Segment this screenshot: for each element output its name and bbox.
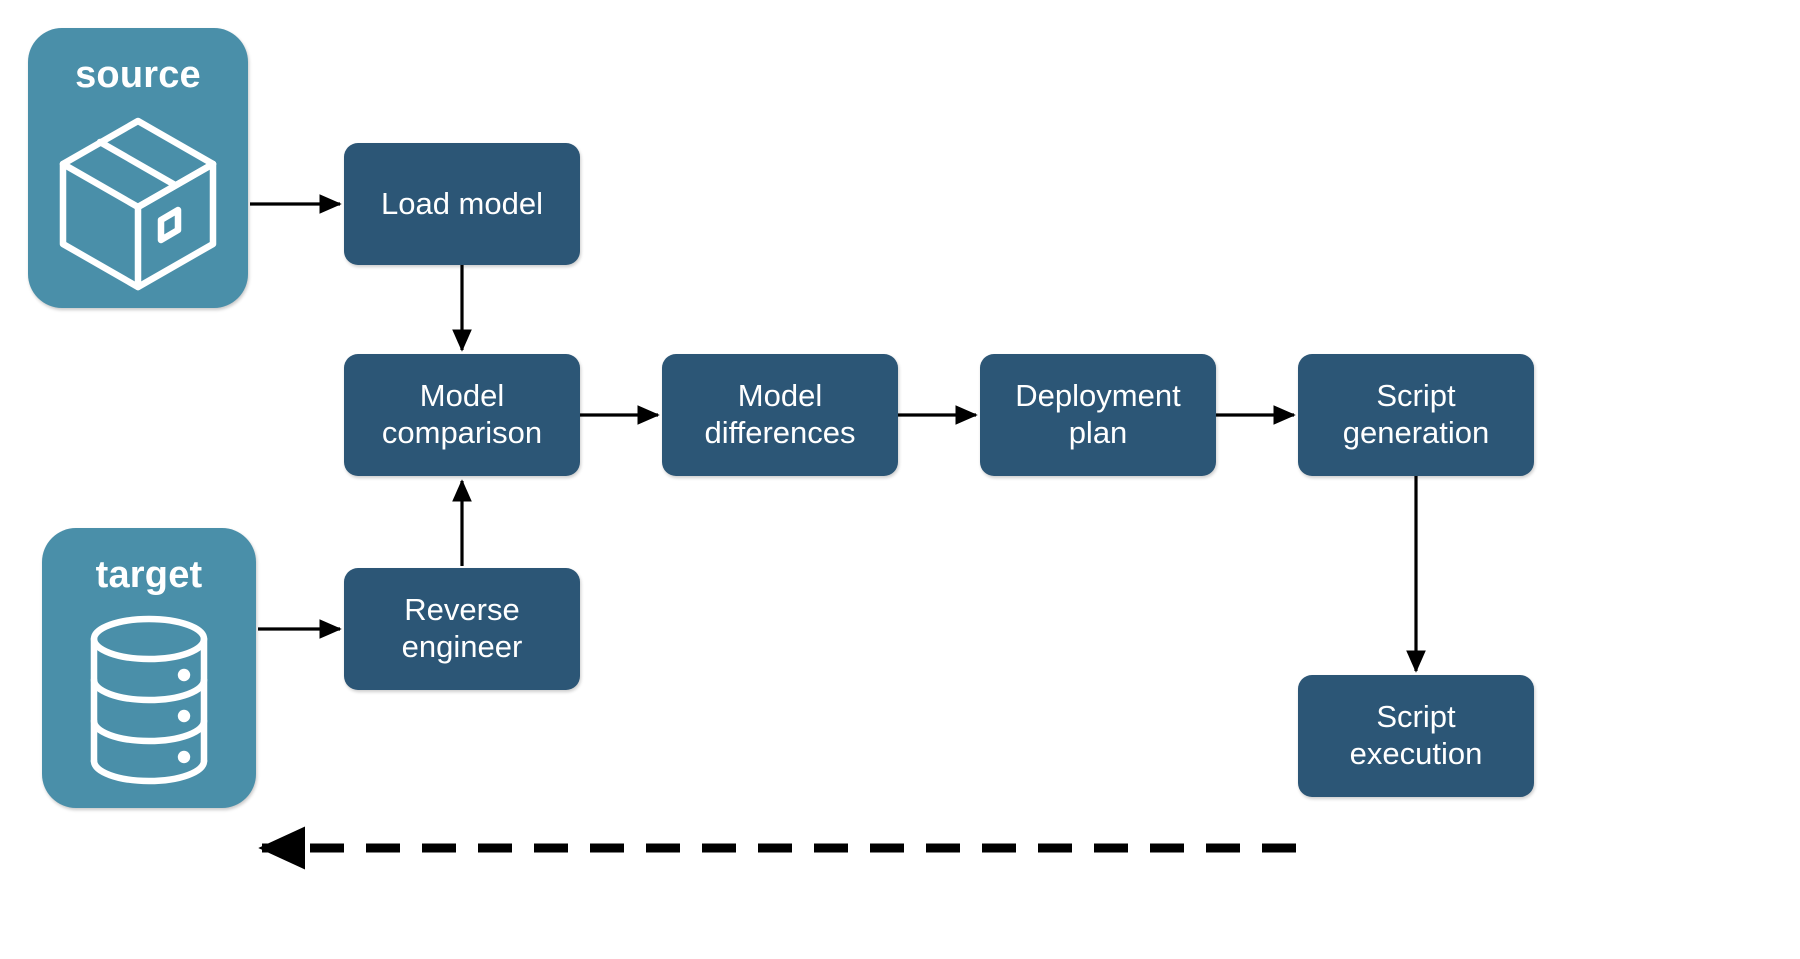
endpoint-source[interactable]: source bbox=[28, 28, 248, 308]
node-deployment-plan-label: Deployment plan bbox=[1015, 378, 1181, 450]
node-deployment-plan[interactable]: Deployment plan bbox=[980, 354, 1216, 476]
endpoint-target[interactable]: target bbox=[42, 528, 256, 808]
endpoint-source-label: source bbox=[75, 54, 201, 96]
endpoint-target-label: target bbox=[95, 554, 203, 596]
package-box-icon bbox=[28, 94, 248, 308]
node-script-execution-label: Script execution bbox=[1349, 699, 1483, 771]
node-script-execution[interactable]: Script execution bbox=[1298, 675, 1534, 797]
node-model-comparison[interactable]: Model comparison bbox=[344, 354, 580, 476]
node-model-differences[interactable]: Model differences bbox=[662, 354, 898, 476]
node-reverse-engineer-label: Reverse engineer bbox=[401, 592, 523, 664]
node-load-model-label: Load model bbox=[380, 185, 543, 221]
node-model-comparison-label: Model comparison bbox=[381, 378, 543, 450]
node-model-differences-label: Model differences bbox=[704, 378, 856, 450]
node-script-generation-label: Script generation bbox=[1342, 378, 1490, 450]
node-script-generation[interactable]: Script generation bbox=[1298, 354, 1534, 476]
database-cylinder-icon bbox=[42, 594, 256, 808]
node-load-model[interactable]: Load model bbox=[344, 143, 580, 265]
node-reverse-engineer[interactable]: Reverse engineer bbox=[344, 568, 580, 690]
